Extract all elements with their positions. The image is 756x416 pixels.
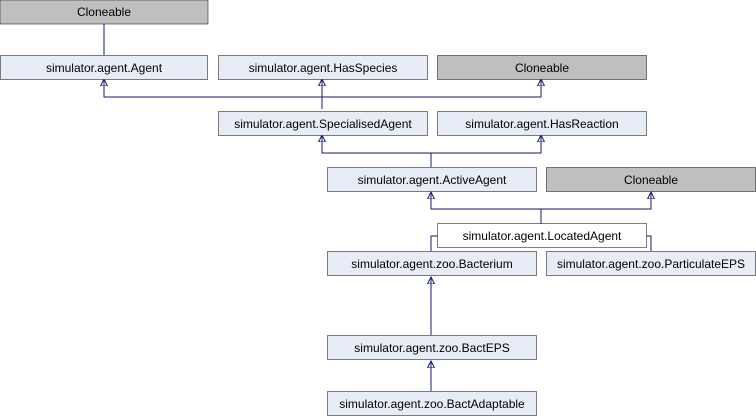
node-label: simulator.agent.LocatedAgent: [463, 229, 622, 243]
node-has-species[interactable]: simulator.agent.HasSpecies: [218, 55, 428, 80]
node-label: simulator.agent.SpecialisedAgent: [234, 117, 412, 131]
node-label: simulator.agent.ActiveAgent: [358, 173, 507, 187]
edge-locatedagent-to-cloneable: [541, 192, 651, 210]
node-active-agent[interactable]: simulator.agent.ActiveAgent: [327, 167, 537, 192]
node-label: Cloneable: [624, 173, 678, 187]
node-label: simulator.agent.HasSpecies: [249, 61, 398, 75]
node-label: Cloneable: [515, 61, 569, 75]
node-bact-adaptable[interactable]: simulator.agent.zoo.BactAdaptable: [327, 391, 537, 416]
node-has-reaction[interactable]: simulator.agent.HasReaction: [437, 111, 647, 136]
node-label: simulator.agent.zoo.Bacterium: [351, 257, 512, 271]
node-label: simulator.agent.zoo.BactEPS: [354, 341, 509, 355]
node-cloneable-low[interactable]: Cloneable: [546, 167, 756, 192]
edge-specialisedagent-to-cloneable: [322, 79, 541, 98]
node-cloneable-top[interactable]: Cloneable: [0, 0, 209, 25]
node-label: Cloneable: [77, 5, 131, 19]
node-located-agent[interactable]: simulator.agent.LocatedAgent: [437, 223, 647, 248]
node-particulate-eps[interactable]: simulator.agent.zoo.ParticulateEPS: [546, 251, 756, 276]
edge-specialisedagent-to-agent: [104, 79, 323, 109]
edge-locatedagent-to-activeagent: [431, 192, 542, 223]
node-cloneable-mid[interactable]: Cloneable: [437, 55, 647, 80]
node-bacterium[interactable]: simulator.agent.zoo.Bacterium: [327, 251, 537, 276]
edge-activeagent-to-hasreaction: [431, 135, 541, 154]
edge-activeagent-to-specialisedagent: [322, 135, 432, 167]
node-bact-eps[interactable]: simulator.agent.zoo.BactEPS: [327, 335, 537, 360]
node-label: simulator.agent.zoo.BactAdaptable: [339, 397, 525, 411]
node-agent[interactable]: simulator.agent.Agent: [0, 55, 208, 80]
node-label: simulator.agent.Agent: [46, 61, 163, 75]
node-specialised-agent[interactable]: simulator.agent.SpecialisedAgent: [218, 111, 428, 136]
node-label: simulator.agent.zoo.ParticulateEPS: [557, 257, 745, 271]
node-label: simulator.agent.HasReaction: [465, 117, 618, 131]
